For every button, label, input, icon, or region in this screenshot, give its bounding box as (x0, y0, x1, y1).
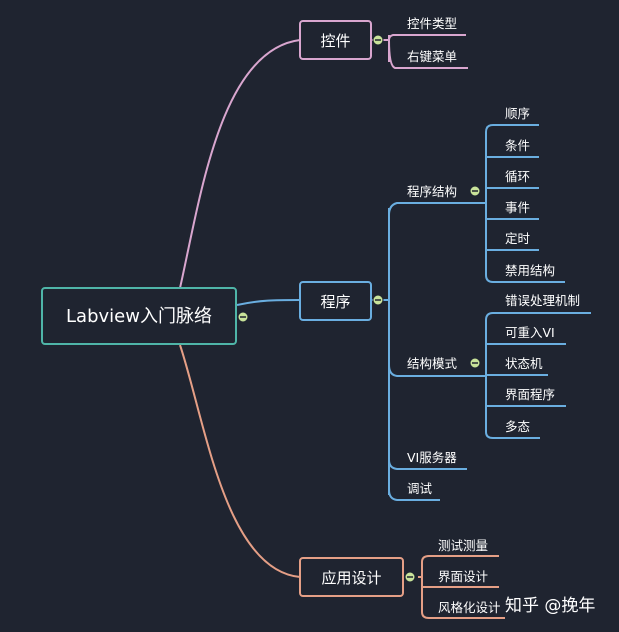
branch-chengxu-label: 程序 (320, 293, 350, 311)
chengxu-child-1[interactable]: 结构模式 (407, 356, 458, 371)
structure-item-5[interactable]: 禁用结构 (505, 263, 555, 278)
pattern-item-3[interactable]: 界面程序 (505, 387, 555, 402)
pattern-item-1[interactable]: 可重入VI (505, 325, 555, 340)
connector-root-yingyong (179, 344, 301, 578)
connector-root-kongjian (179, 39, 301, 289)
structure-item-3[interactable]: 事件 (505, 200, 530, 215)
yingyong-child-2[interactable]: 风格化设计 (438, 600, 501, 615)
kongjian-child-1[interactable]: 右键菜单 (407, 49, 457, 64)
pattern-item-4[interactable]: 多态 (505, 419, 530, 434)
kongjian-collapse-icon[interactable] (372, 34, 384, 46)
yingyong-child-0[interactable]: 测试测量 (438, 538, 488, 553)
branch-kongjian-label: 控件 (320, 32, 350, 50)
structure-item-1[interactable]: 条件 (505, 138, 530, 153)
structure-item-4[interactable]: 定时 (505, 231, 531, 246)
pattern-item-0[interactable]: 错误处理机制 (505, 293, 580, 308)
chengxu-structure-collapse-icon[interactable] (469, 185, 481, 197)
root-collapse-icon[interactable] (237, 311, 249, 323)
root-label: Labview入门脉络 (66, 306, 212, 327)
chengxu-child-3[interactable]: 调试 (407, 481, 433, 496)
root-node[interactable] (41, 287, 237, 345)
branch-yingyong[interactable] (299, 557, 404, 597)
watermark: 知乎 @挽年 (505, 596, 595, 616)
branch-yingyong-label: 应用设计 (321, 569, 381, 587)
connector-root-chengxu (236, 299, 301, 306)
structure-item-2[interactable]: 循环 (505, 169, 530, 184)
chengxu-child-2[interactable]: VI服务器 (407, 450, 457, 465)
chengxu-child-0[interactable]: 程序结构 (407, 184, 457, 199)
kongjian-children-lines (371, 34, 468, 69)
branch-chengxu[interactable] (299, 281, 372, 321)
yingyong-child-1[interactable]: 界面设计 (438, 569, 488, 584)
chengxu-children-lines (371, 124, 591, 501)
structure-item-0[interactable]: 顺序 (505, 106, 530, 121)
yingyong-children-lines (418, 555, 505, 619)
kongjian-child-0[interactable]: 控件类型 (407, 16, 457, 31)
chengxu-collapse-icon[interactable] (372, 294, 384, 306)
pattern-item-2[interactable]: 状态机 (505, 356, 543, 371)
chengxu-pattern-collapse-icon[interactable] (469, 357, 481, 369)
branch-kongjian[interactable] (299, 20, 372, 60)
yingyong-collapse-icon[interactable] (404, 571, 416, 583)
